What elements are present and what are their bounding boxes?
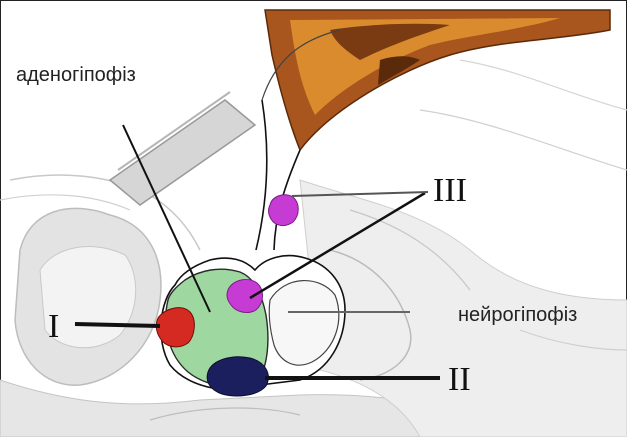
- spot-navy: [207, 357, 268, 396]
- spot-magenta-upper: [269, 195, 299, 226]
- spot-red: [156, 308, 194, 347]
- label-adenohypophysis: аденогіпофіз: [16, 64, 136, 86]
- label-neurohypophysis: нейрогіпофіз: [458, 304, 577, 326]
- label-marker-1: I: [48, 308, 59, 345]
- label-marker-3: III: [433, 172, 467, 209]
- label-marker-2: II: [448, 361, 471, 398]
- leader-marker-1: [75, 324, 160, 326]
